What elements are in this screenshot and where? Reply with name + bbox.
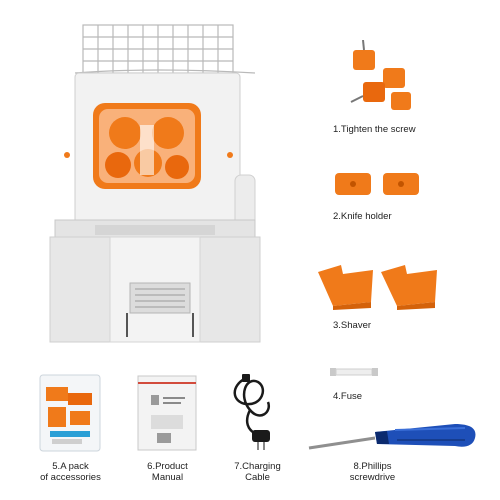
accessory-label-4: 4.Fuse [333, 391, 363, 402]
pack-caption-line2: of accessories [40, 472, 101, 483]
accessory-label-1: 1.Tighten the screw [333, 124, 416, 135]
drip-tray [126, 282, 194, 337]
screwdriver-caption-line2: screwdrive [349, 472, 396, 483]
fuse-icon [330, 368, 378, 376]
accessory-label-2: 2.Knife holder [333, 211, 392, 222]
manual-icon [137, 375, 197, 451]
manual-caption-line2: Manual [151, 472, 184, 483]
accessory-pack-image [38, 373, 103, 453]
screwdriver-caption-line1: 8.Phillips [353, 461, 392, 472]
pack-caption-line1: 5.A pack [52, 461, 89, 472]
cable-caption-line1: 7.Charging [234, 461, 281, 472]
screw-icon [350, 40, 411, 110]
knife-holder-accessory [333, 170, 423, 200]
knife-holder-icon [335, 173, 419, 195]
base-right [199, 236, 261, 343]
cable-caption-line2: Cable [245, 472, 270, 483]
manual-caption-line1: 6.Product [147, 461, 188, 472]
charging-cable-image [228, 372, 288, 454]
screwdriver-icon [308, 424, 476, 450]
juicer-machine-drawing [49, 24, 261, 343]
shaver-accessory [313, 260, 443, 310]
pack-caption: 5.A pack of accessories [28, 461, 113, 483]
product-manual-image [137, 375, 197, 451]
accessory-label-3: 3.Shaver [333, 320, 372, 331]
juicer-machine-image [35, 15, 275, 350]
phillips-screwdriver-image [305, 418, 485, 458]
cable-icon [233, 374, 271, 450]
cable-caption: 7.Charging Cable [215, 461, 300, 483]
shaver-icon [318, 265, 437, 310]
screwdriver-caption: 8.Phillips screwdrive [325, 461, 420, 483]
accessory-pack-icon [39, 374, 101, 452]
manual-caption: 6.Product Manual [125, 461, 210, 483]
fuse-accessory [330, 366, 380, 378]
screw-accessory [333, 40, 423, 115]
base-left [49, 236, 111, 343]
